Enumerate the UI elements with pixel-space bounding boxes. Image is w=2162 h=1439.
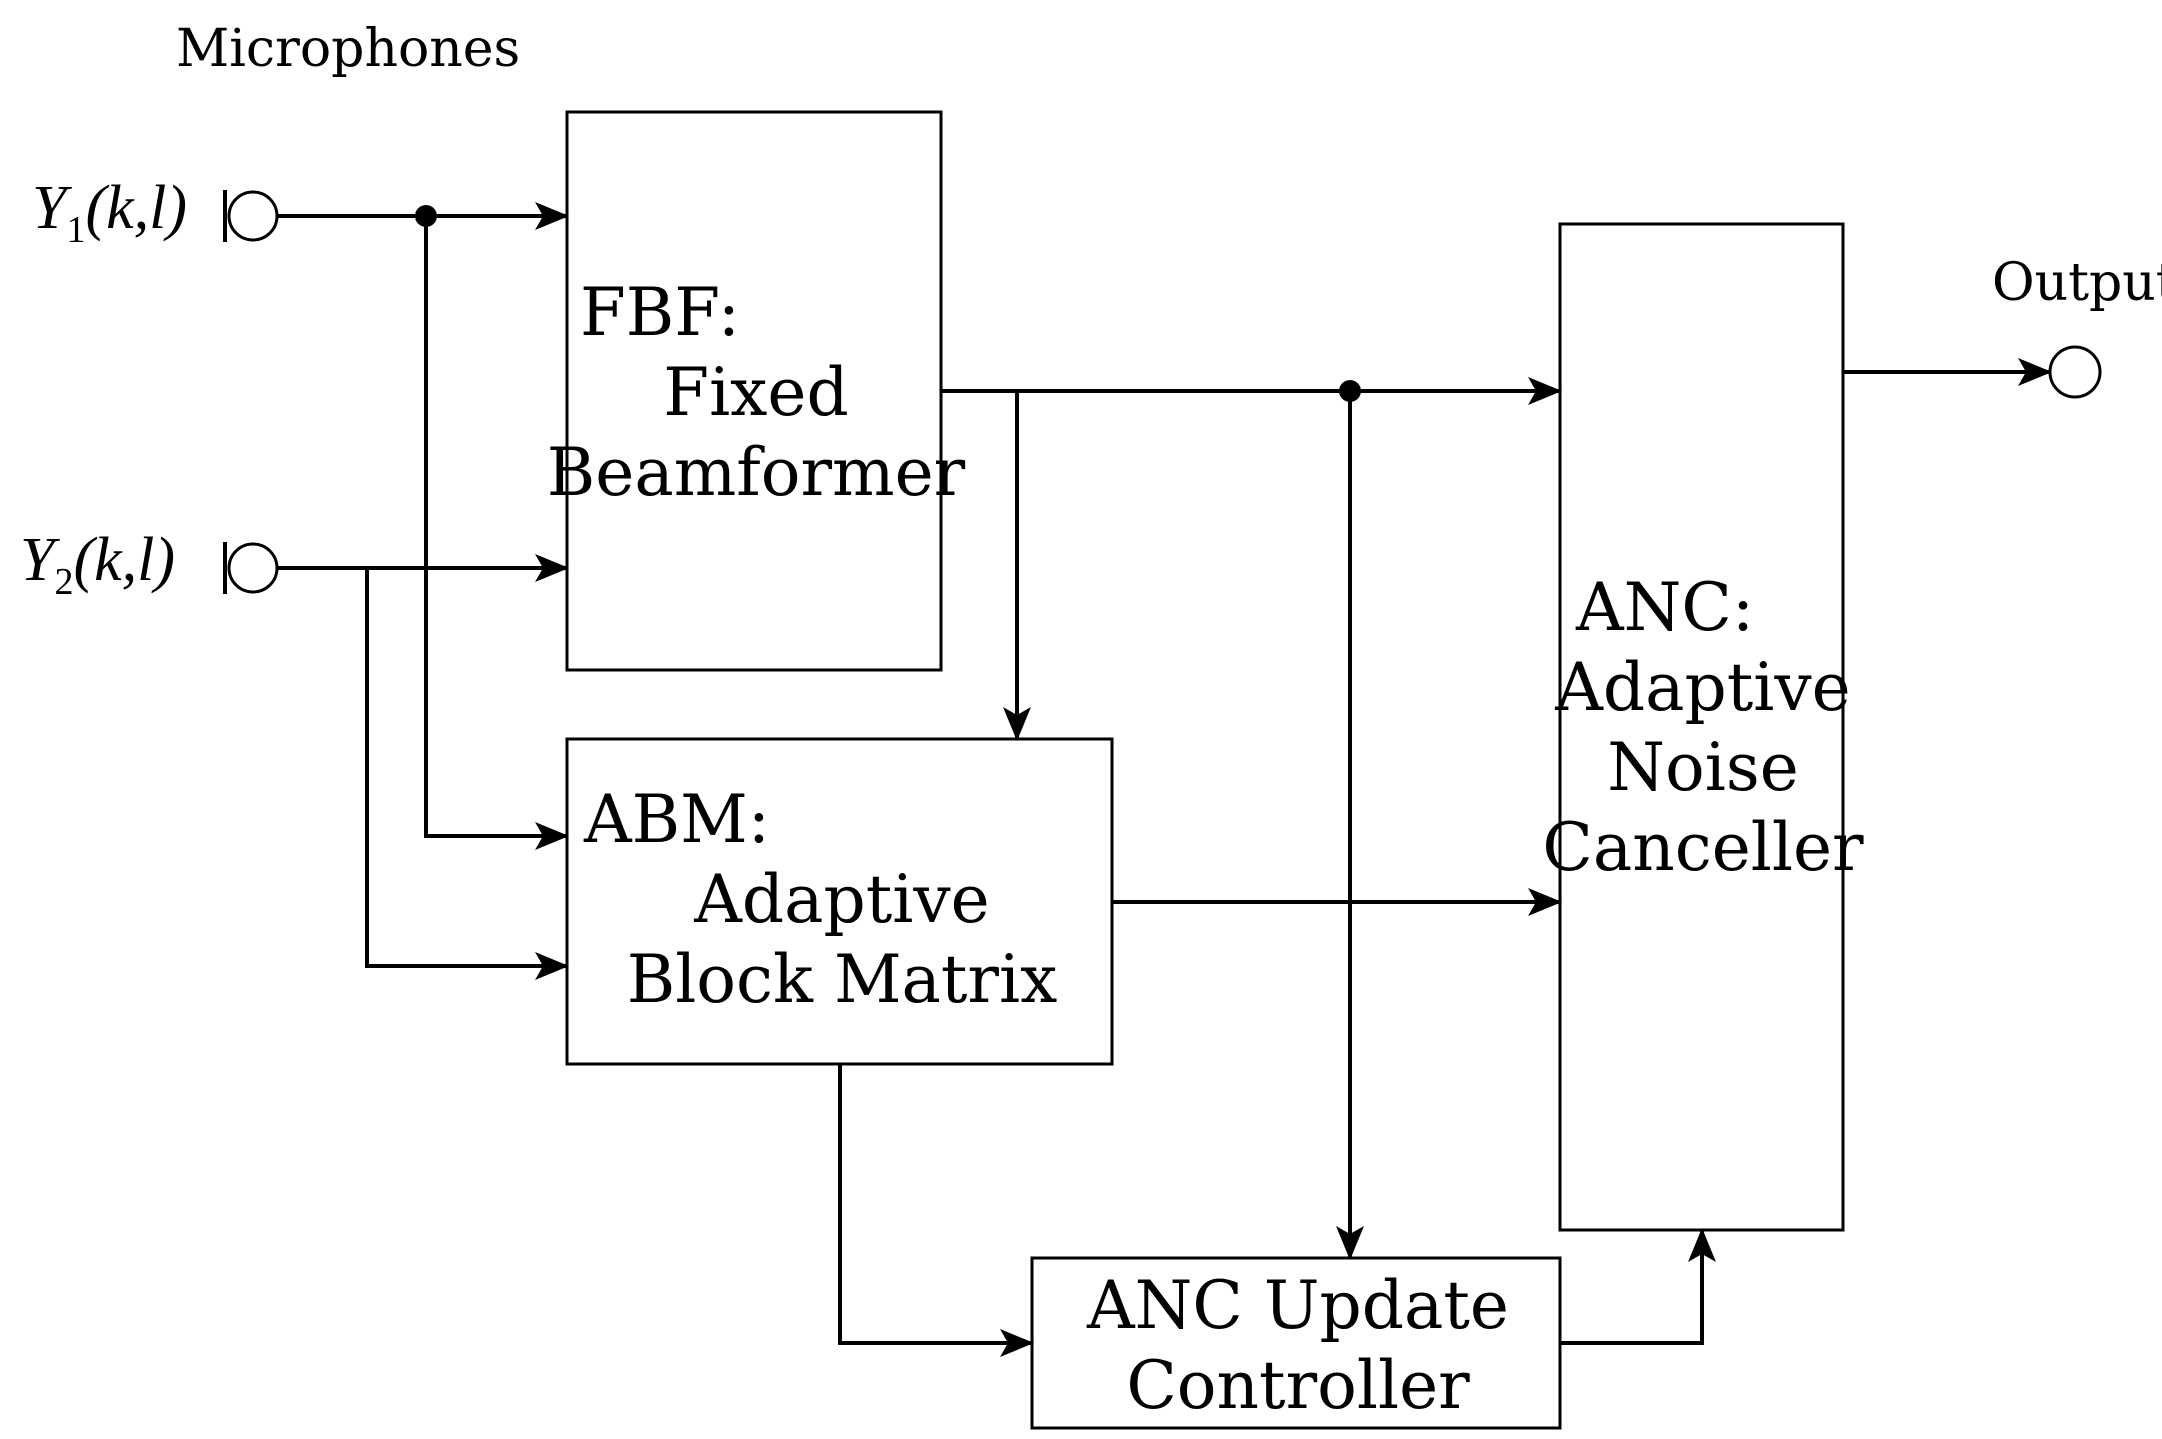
svg-text:FBF:: FBF:: [580, 274, 740, 351]
wire-abm-to-controller: [838, 1064, 1034, 1357]
microphone-2-icon: [223, 542, 279, 594]
anc-block-label: ANC: Adaptive Noise Canceller: [1542, 569, 1864, 886]
wire-y1-to-abm: [424, 216, 569, 850]
output-terminal-icon: [2048, 345, 2102, 399]
svg-text:Fixed: Fixed: [663, 354, 848, 431]
anc-update-controller-block: [1030, 1256, 1562, 1430]
y2-symbol: Y: [20, 526, 60, 594]
svg-text:Block Matrix: Block Matrix: [627, 941, 1058, 1018]
svg-text:ABM:: ABM:: [583, 781, 770, 858]
svg-text:Controller: Controller: [1126, 1347, 1470, 1424]
fbf-block-label: FBF: Fixed Beamformer: [547, 274, 966, 511]
microphone-1-icon: [223, 190, 279, 242]
anc-block: [1558, 222, 1845, 1232]
svg-text:Adaptive: Adaptive: [693, 861, 990, 938]
junction-dot-fbf-out: [1339, 380, 1361, 402]
svg-text:Adaptive: Adaptive: [1554, 649, 1851, 726]
abm-block: [565, 737, 1114, 1066]
y2-args: (k,l): [73, 526, 175, 594]
y1-subscript: 1: [66, 209, 85, 251]
fbf-block: [565, 110, 943, 672]
y2-signal-label: Y2(k,l): [20, 526, 175, 603]
y1-symbol: Y: [32, 174, 72, 242]
y1-signal-label: Y1(k,l): [32, 174, 187, 251]
svg-text:Beamformer: Beamformer: [547, 434, 966, 511]
microphones-label: Microphones: [176, 19, 520, 79]
y1-args: (k,l): [85, 174, 187, 242]
controller-block-label: ANC Update Controller: [1086, 1267, 1509, 1424]
junction-dot-y1: [415, 205, 437, 227]
y2-subscript: 2: [54, 561, 73, 603]
svg-text:Noise: Noise: [1607, 729, 1799, 806]
wire-y2-to-abm: [365, 568, 569, 980]
abm-block-label: ABM: Adaptive Block Matrix: [583, 781, 1057, 1018]
output-label: Output: [1992, 253, 2162, 313]
svg-text:Canceller: Canceller: [1542, 809, 1864, 886]
svg-text:ANC Update: ANC Update: [1086, 1267, 1509, 1344]
svg-text:ANC:: ANC:: [1575, 569, 1754, 646]
wire-controller-to-anc: [1560, 1228, 1716, 1345]
